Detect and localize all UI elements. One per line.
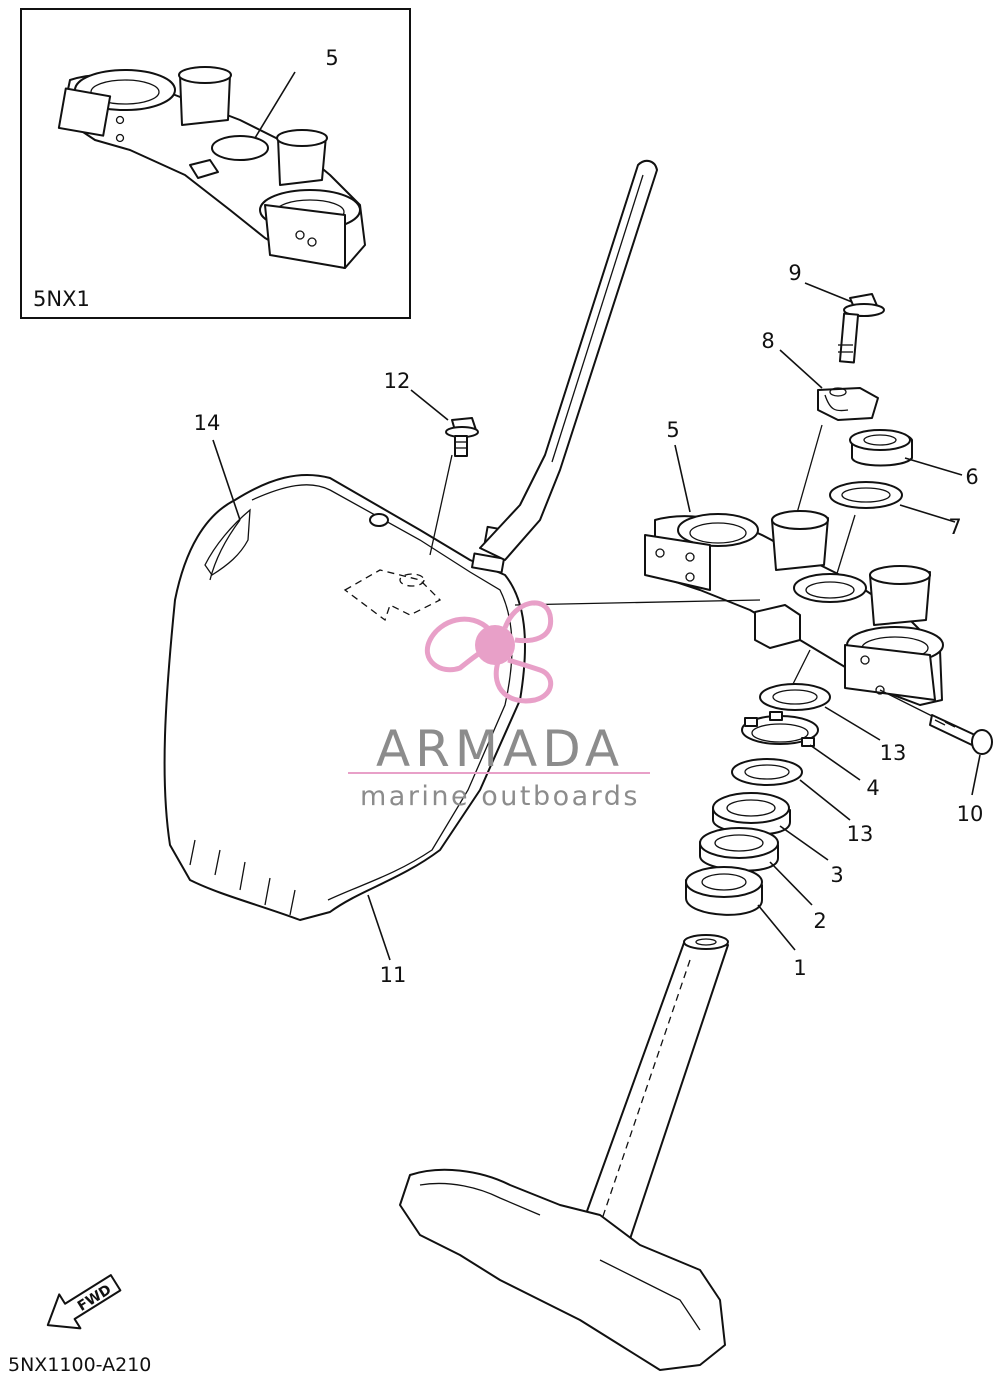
inset-callout: 5: [325, 46, 338, 70]
inset-upper-bracket: [57, 66, 366, 269]
callout-4: 4: [866, 776, 879, 800]
callout-3: 3: [830, 863, 843, 887]
washer-13-upper: [759, 683, 831, 711]
propeller-blade: [502, 600, 554, 644]
inset-variant: 5 5NX1: [20, 8, 411, 319]
bolt-10: [929, 714, 993, 755]
propeller-logo: [424, 600, 554, 704]
callout-12: 12: [384, 369, 411, 393]
callout-9: 9: [788, 261, 801, 285]
callout-1: 1: [793, 956, 806, 980]
inset-variant-label: 5NX1: [33, 287, 90, 311]
callout-13-lower: 13: [847, 822, 874, 846]
upper-bracket: [644, 510, 944, 706]
callout-14: 14: [194, 411, 221, 435]
ring-nut-4: [741, 711, 819, 747]
callout-7: 7: [948, 515, 961, 539]
callout-6: 6: [965, 465, 978, 489]
washer-7: [829, 481, 903, 509]
bearing-1: [685, 866, 763, 916]
handlebar-clamp-cap: [817, 387, 879, 421]
fwd-arrow-icon: [46, 1274, 122, 1330]
number-plate: [163, 473, 526, 921]
bearing-2: [699, 827, 779, 872]
propeller-blade: [493, 657, 554, 704]
fwd-arrow: FWD: [46, 1274, 122, 1330]
watermark-tagline: marine outboards: [360, 781, 640, 812]
diagram-code: 5NX1100-A210: [8, 1354, 151, 1376]
washer-13-lower: [731, 758, 803, 786]
callout-5: 5: [666, 418, 679, 442]
callout-2: 2: [813, 909, 826, 933]
callout-10: 10: [957, 802, 984, 826]
nut-6: [849, 429, 913, 467]
bolt-12: [445, 417, 479, 457]
callout-13-upper: 13: [880, 741, 907, 765]
plate-strap: [479, 159, 658, 561]
callout-11: 11: [380, 963, 407, 987]
propeller-blade: [424, 616, 492, 673]
watermark: ARMADA marine outboards: [348, 600, 650, 812]
bolt-9: [838, 293, 885, 364]
callout-8: 8: [761, 329, 774, 353]
propeller-hub: [475, 625, 515, 665]
callout-labels: 1 2 3 4 5 6 7 8 9 10 11 12 13 13 14: [194, 261, 984, 987]
steering-stem: [399, 934, 729, 1371]
watermark-brand: ARMADA: [376, 720, 624, 778]
